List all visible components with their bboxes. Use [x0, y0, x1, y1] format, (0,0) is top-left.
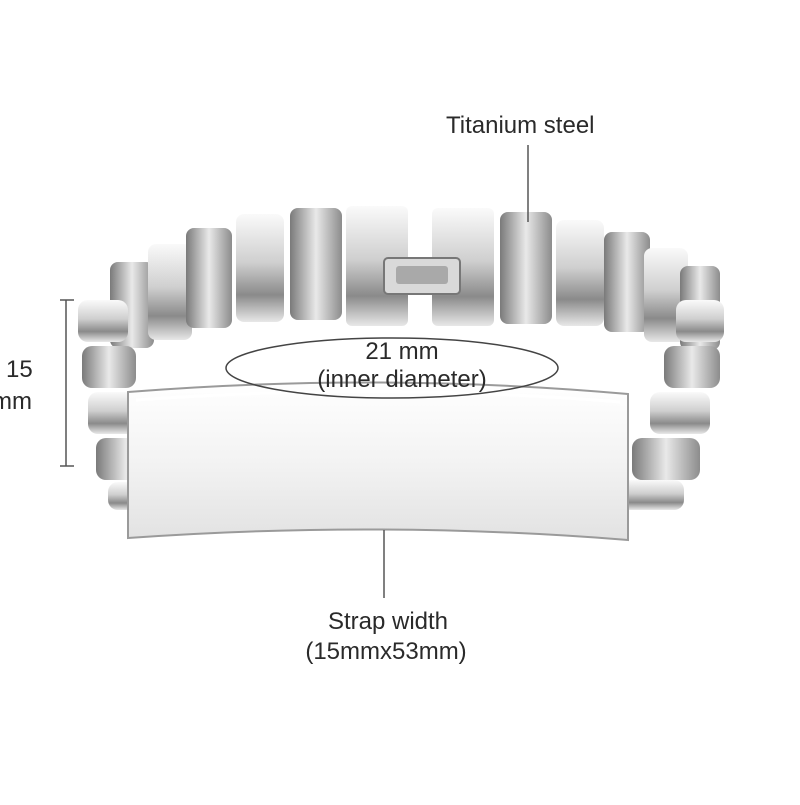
inner-diameter-note: (inner diameter)	[317, 366, 487, 393]
height-value: 15	[6, 356, 33, 383]
inner-diameter-value: 21 mm	[365, 338, 439, 365]
height-unit: mm	[0, 388, 32, 415]
strap-width-label: Strap width	[327, 608, 449, 635]
id-plate	[127, 381, 629, 542]
material-label: Titanium steel	[446, 112, 595, 139]
strap-dimensions: (15mmx53mm)	[305, 638, 467, 665]
inner-diameter-ellipse	[225, 337, 559, 399]
bracelet-back-band	[110, 206, 720, 350]
bracelet-right-side	[612, 300, 724, 510]
height-bracket	[60, 299, 74, 467]
